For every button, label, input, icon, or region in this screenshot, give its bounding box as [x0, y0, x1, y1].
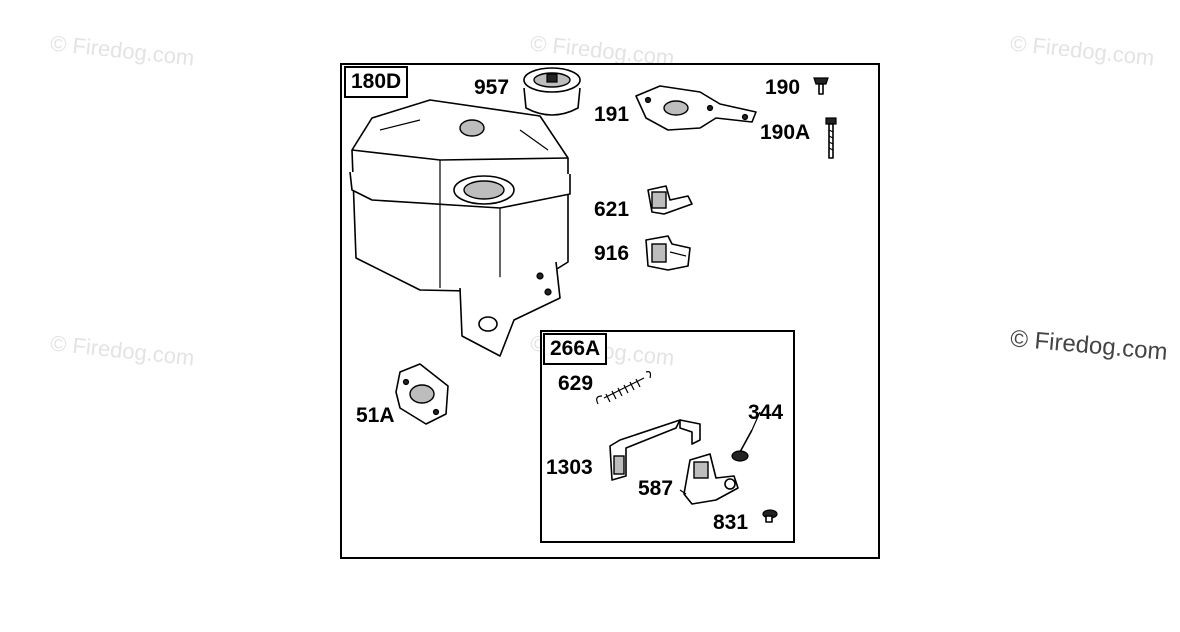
gasket-51a-drawing [395, 363, 449, 425]
part-label-190a: 190A [760, 121, 811, 144]
screw-831-drawing [762, 509, 778, 523]
part-label-191: 191 [594, 103, 630, 126]
bolt-190a-drawing [825, 117, 837, 159]
part-label-1303: 1303 [546, 456, 593, 479]
leader-lines [679, 411, 761, 495]
main-diagram-frame [340, 63, 880, 559]
fuel-tank-drawing [349, 99, 571, 357]
part-label-190: 190 [765, 76, 801, 99]
part-label-629: 629 [558, 372, 594, 395]
part-label-621: 621 [594, 198, 630, 221]
screw-190-drawing [813, 77, 829, 95]
part-label-344: 344 [748, 401, 784, 424]
bracket-1303-drawing [609, 419, 701, 481]
screw-344-drawing [731, 429, 753, 462]
part-label-957: 957 [474, 76, 510, 99]
bracket-191-drawing [635, 85, 757, 131]
fuel-cap-drawing [523, 67, 581, 116]
main-diagram-tag: 180D [344, 66, 409, 98]
part-label-916: 916 [594, 242, 630, 265]
bracket-587-drawing [683, 453, 739, 505]
part-label-51a: 51A [356, 404, 395, 427]
switch-916-drawing [645, 235, 691, 271]
part-label-587: 587 [638, 477, 674, 500]
sub-diagram-frame [540, 330, 795, 543]
spring-629-drawing [596, 371, 652, 405]
sub-diagram-tag: 266A [543, 333, 608, 365]
clip-621-drawing [647, 185, 693, 215]
part-label-831: 831 [713, 511, 749, 534]
